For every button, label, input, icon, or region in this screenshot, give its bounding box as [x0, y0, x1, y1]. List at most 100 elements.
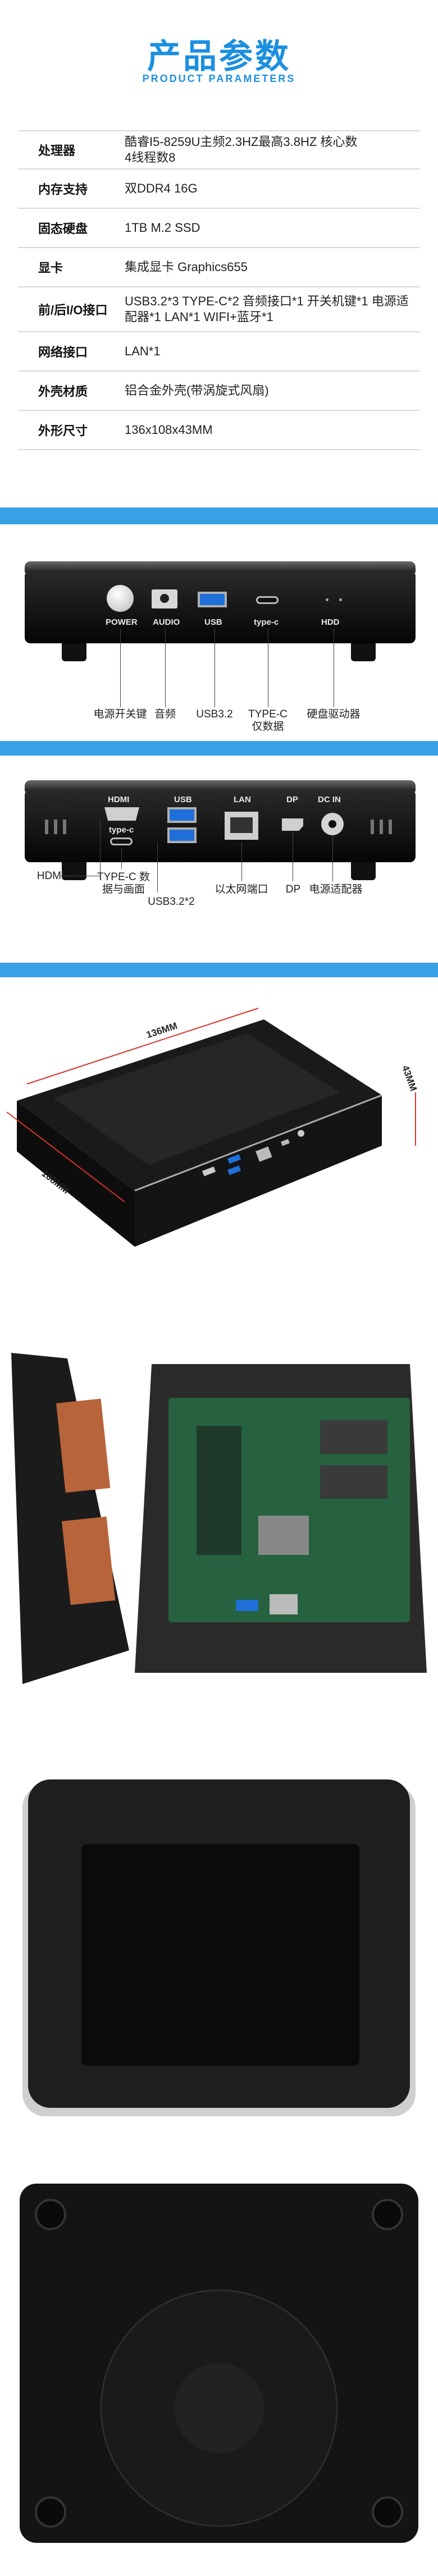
- spec-row-network: 网络接口 LAN*1: [18, 332, 420, 372]
- spec-key: 外壳材质: [38, 385, 88, 399]
- hdd-led-icon: [326, 598, 328, 601]
- rubber-foot: [35, 2496, 66, 2528]
- port-label-dcin: DC IN: [318, 795, 341, 804]
- callout-line: [241, 842, 242, 881]
- fan-hub: [174, 2363, 264, 2453]
- thermal-pad: [62, 1516, 116, 1605]
- spec-row-memory: 内存支持 双DDR4 16G: [18, 170, 420, 209]
- device-isometric-svg: [6, 1008, 416, 1247]
- spec-key: 前/后I/O接口: [38, 303, 108, 317]
- usb-port-icon: [227, 1154, 241, 1164]
- device-left-face: [17, 1101, 135, 1247]
- dc-in-port-icon: [298, 1130, 304, 1137]
- spec-row-io: 前/后I/O接口 USB3.2*3 TYPE-C*2 音频接口*1 开关机键*1…: [18, 287, 420, 332]
- lan-port-icon: [225, 812, 258, 840]
- internal-view-photo: [0, 1336, 438, 1706]
- usb-port-icon: [236, 1600, 258, 1611]
- thermal-pad: [56, 1398, 111, 1493]
- port-label-usb: USB: [204, 617, 222, 627]
- callout-power: 电源开关键: [93, 708, 147, 720]
- spec-key: 显卡: [38, 261, 63, 275]
- page-title: 产品参数: [147, 38, 291, 75]
- usb-port-icon: [167, 827, 197, 843]
- spec-row-material: 外壳材质 铝合金外壳(带涡旋式风扇): [18, 372, 420, 411]
- hdmi-port-icon: [104, 807, 139, 821]
- bottom-view-svg: [20, 2184, 418, 2543]
- callout-usb: USB3.2*2: [148, 896, 195, 908]
- port-label-power: POWER: [106, 617, 138, 627]
- vent-slot: [380, 820, 383, 834]
- depth-dimension-line: [6, 1111, 125, 1202]
- rubber-foot: [35, 2199, 66, 2230]
- spec-key: 内存支持: [38, 182, 88, 196]
- hdmi-port-icon: [202, 1166, 216, 1177]
- top-inset-panel: [81, 1844, 359, 2066]
- spec-value: 铝合金外壳(带涡旋式风扇): [125, 383, 269, 397]
- usb-c-port-icon: [110, 838, 133, 845]
- callout-line: [165, 629, 166, 707]
- back-view-diagram: HDMI type-c USB LAN DP DC IN HDMI TYPE-C…: [0, 780, 438, 963]
- device-foot: [62, 862, 86, 880]
- device-top-inset: [53, 1033, 340, 1165]
- vent-slot: [54, 820, 57, 834]
- spec-value: LAN*1: [125, 344, 161, 358]
- bottom-view-photo: [0, 2167, 438, 2576]
- product-parameters-section: 产品参数 PRODUCT PARAMETERS 处理器 酷睿I5-8259U主频…: [0, 0, 438, 522]
- lan-port-icon: [256, 1146, 272, 1162]
- callout-typec: TYPE-C 数据与画面: [97, 871, 150, 895]
- spec-row-ssd: 固态硬盘 1TB M.2 SSD: [18, 209, 420, 248]
- callout-hdd: 硬盘驱动器: [307, 708, 361, 720]
- callout-line: [332, 836, 333, 881]
- spec-value: 136x108x43MM: [125, 423, 213, 437]
- dp-port-icon: [281, 1138, 290, 1146]
- port-label-hdmi: HDMI: [108, 795, 130, 804]
- ssd-module: [197, 1426, 241, 1555]
- callout-dcin: 电源适配器: [309, 884, 363, 895]
- callout-line: [157, 842, 158, 893]
- audio-jack-icon: [152, 589, 177, 608]
- spec-key: 固态硬盘: [38, 222, 88, 236]
- device-top-edge: [25, 561, 416, 573]
- section-divider: [0, 741, 438, 756]
- device-back-panel: [25, 789, 416, 862]
- callout-hdmi: HDMI: [36, 870, 65, 882]
- port-label-hdd: HDD: [321, 617, 340, 627]
- callout-line: [120, 629, 121, 707]
- section-divider: [0, 507, 438, 524]
- usb-port-icon: [198, 592, 227, 607]
- lan-port-icon: [270, 1594, 298, 1614]
- callout-audio: 音频: [154, 708, 176, 720]
- cpu-chip: [258, 1516, 309, 1555]
- device-edge-highlight: [134, 1094, 382, 1192]
- device-top-edge: [25, 780, 416, 791]
- width-dimension-line: [26, 1008, 259, 1085]
- vent-slot: [45, 820, 48, 834]
- rubber-foot: [372, 2496, 403, 2528]
- device-foot: [62, 643, 86, 661]
- top-view-photo: [0, 1718, 438, 2156]
- memory-slot: [320, 1420, 387, 1454]
- dp-port-icon: [282, 818, 303, 831]
- spec-key: 外形尺寸: [38, 424, 88, 438]
- port-label-typec: type-c: [109, 825, 134, 835]
- callout-typec: TYPE-C 仅数据: [248, 708, 288, 733]
- section-divider: [0, 963, 438, 977]
- callout-lan: 以太网端口: [215, 884, 268, 895]
- port-label-usb: USB: [174, 795, 192, 804]
- port-label-audio: AUDIO: [153, 617, 180, 627]
- port-label-dp: DP: [286, 795, 298, 804]
- spec-value: 1TB M.2 SSD: [125, 221, 200, 235]
- callout-dp: DP: [285, 884, 301, 895]
- spec-value: USB3.2*3 TYPE-C*2 音频接口*1 开关机键*1 电源适配器*1 …: [125, 294, 409, 324]
- spec-row-cpu: 处理器 酷睿I5-8259U主频2.3HZ最高3.8HZ 核心数4线程数8: [18, 130, 420, 170]
- spec-key: 网络接口: [38, 345, 88, 359]
- callout-usb: USB3.2: [196, 708, 233, 720]
- dimension-diagram: 136MM 108MM 43MM: [0, 977, 438, 1308]
- callout-line: [121, 848, 122, 869]
- usb-c-port-icon: [256, 596, 279, 604]
- vent-slot: [63, 820, 66, 834]
- spec-table: 处理器 酷睿I5-8259U主频2.3HZ最高3.8HZ 核心数4线程数8 内存…: [18, 130, 420, 450]
- dc-in-port-icon: [321, 813, 344, 835]
- spec-row-size: 外形尺寸 136x108x43MM: [18, 411, 420, 450]
- device-foot: [351, 862, 376, 880]
